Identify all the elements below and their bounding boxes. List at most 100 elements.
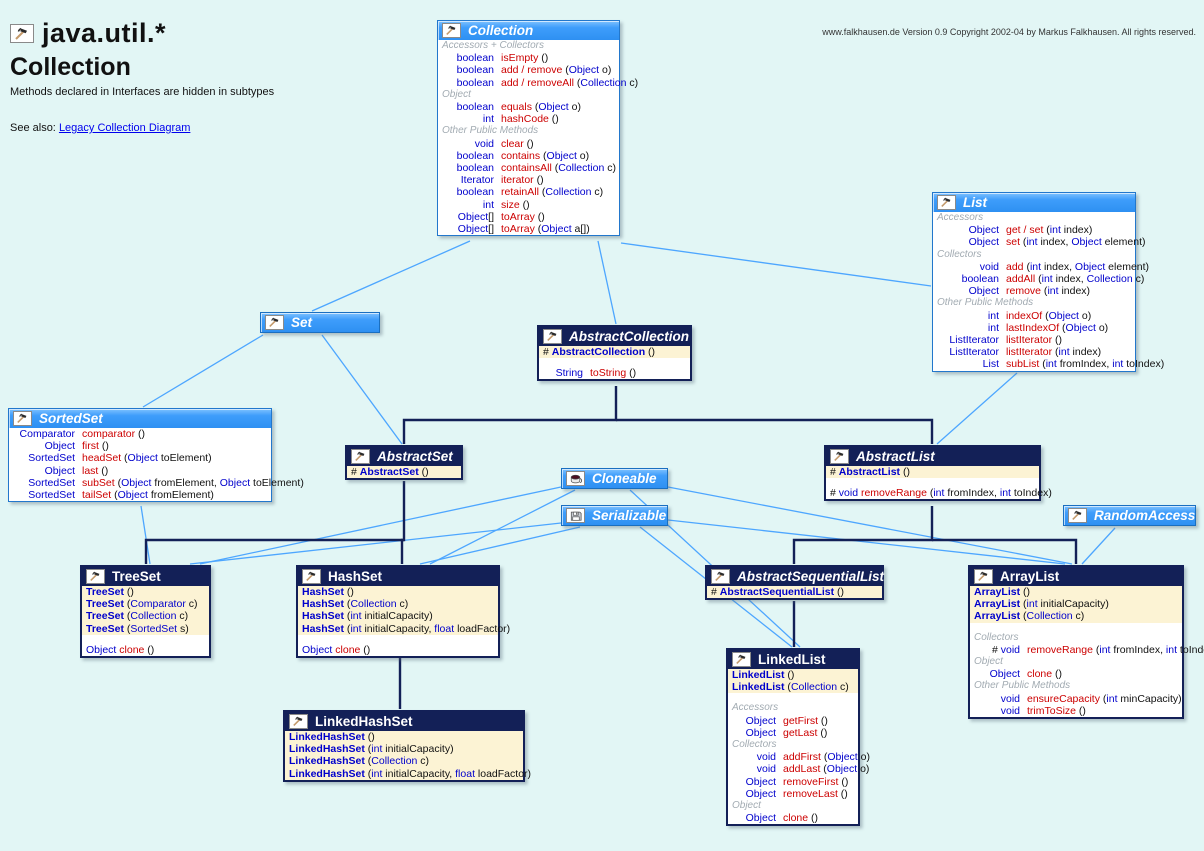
box-header[interactable]: SortedSet	[9, 409, 271, 428]
signature-token: initialCapacity)	[361, 610, 433, 623]
class-box-abstractsequentiallist[interactable]: AbstractSequentialList# AbstractSequenti…	[705, 565, 884, 601]
signature-token: index)	[1069, 346, 1102, 359]
constructor-row: ArrayList ()	[970, 586, 1182, 599]
signature-token: int	[1047, 285, 1059, 298]
return-type: void	[937, 261, 999, 273]
signature-token: (	[1023, 260, 1030, 273]
box-header[interactable]: Serializable	[562, 506, 667, 525]
signature-token: Object	[745, 775, 776, 788]
signature-token: c)	[837, 681, 849, 694]
signature-token: HashSet	[302, 586, 345, 598]
signature-token: c)	[417, 755, 430, 768]
box-header[interactable]: LinkedList	[728, 650, 858, 669]
signature-token: Object	[968, 236, 999, 249]
box-header[interactable]: AbstractSet	[347, 447, 461, 466]
box-header[interactable]: Cloneable	[562, 469, 667, 488]
method-signature: equals (Object o)	[501, 101, 581, 113]
return-type: boolean	[442, 162, 494, 174]
interface-box-randomaccess[interactable]: RandomAccess	[1063, 505, 1196, 526]
signature-token: (	[1042, 309, 1049, 322]
signature-token: []	[488, 223, 494, 236]
signature-token: ()	[534, 210, 545, 223]
return-type: boolean	[937, 273, 999, 285]
signature-token: Object	[745, 787, 776, 800]
legacy-collection-diagram-link[interactable]: Legacy Collection Diagram	[58, 122, 191, 134]
package-name: java.util.*	[42, 18, 167, 48]
signature-token: c)	[1072, 610, 1085, 623]
method-signature: getLast ()	[783, 727, 827, 739]
box-header[interactable]: AbstractCollection	[539, 327, 690, 346]
box-header[interactable]: Set	[261, 313, 379, 332]
signature-token: int	[1045, 358, 1057, 371]
class-box-abstractset[interactable]: AbstractSet# AbstractSet ()	[345, 445, 463, 481]
box-header[interactable]: TreeSet	[82, 567, 209, 586]
signature-token: size	[501, 198, 520, 211]
return-type: void	[974, 693, 1020, 705]
return-type: boolean	[442, 77, 494, 89]
signature-token: Collection	[1026, 610, 1073, 623]
box-title: Collection	[468, 23, 534, 38]
signature-token: Object	[44, 464, 75, 477]
box-body: LinkedHashSet ()LinkedHashSet (int initi…	[285, 731, 531, 780]
signature-token: toIndex)	[1179, 643, 1204, 656]
class-box-abstractcollection[interactable]: AbstractCollection# AbstractCollection (…	[537, 325, 692, 382]
return-type: Object	[937, 236, 999, 248]
hammer-icon	[351, 449, 370, 464]
box-header[interactable]: AbstractSequentialList	[707, 567, 884, 586]
edge-serializable-hashset	[419, 526, 581, 565]
signature-token: LinkedHashSet	[289, 743, 365, 756]
section-label: Object	[442, 88, 471, 100]
signature-token: fromIndex,	[1110, 643, 1166, 656]
box-header[interactable]: HashSet	[298, 567, 498, 586]
signature-token: #	[711, 586, 720, 598]
box-title: SortedSet	[39, 411, 103, 426]
hammer-icon	[543, 329, 562, 344]
box-title: AbstractSet	[377, 449, 453, 464]
signature-token: o)	[568, 101, 581, 114]
interface-box-serializable[interactable]: Serializable	[561, 505, 668, 526]
box-header[interactable]: List	[933, 193, 1135, 212]
box-header[interactable]: Collection	[438, 21, 619, 40]
signature-token: Collection	[558, 162, 605, 175]
interface-box-cloneable[interactable]: Cloneable	[561, 468, 668, 489]
box-header[interactable]: ArrayList	[970, 567, 1182, 586]
signature-token: float	[434, 622, 455, 635]
signature-token: lastIndexOf	[1006, 321, 1060, 334]
signature-token: LinkedHashSet	[289, 731, 365, 743]
class-box-abstractlist[interactable]: AbstractList# AbstractList ()# void remo…	[824, 445, 1052, 502]
edge-cloneable-hashset	[429, 489, 576, 565]
constructor-row: HashSet (Collection c)	[298, 598, 498, 611]
return-type: int	[442, 113, 494, 125]
method-signature: add / remove (Object o)	[501, 64, 611, 76]
signature-token: ()	[360, 643, 371, 656]
interface-box-set[interactable]: Set	[260, 312, 380, 333]
signature-token: ()	[900, 466, 910, 478]
signature-token: (	[551, 162, 559, 175]
signature-token: removeRange	[860, 487, 927, 500]
signature-token: c)	[396, 598, 409, 611]
signature-token: Object	[219, 476, 251, 489]
box-header[interactable]: RandomAccess	[1064, 506, 1195, 525]
signature-token: SortedSet	[28, 452, 75, 465]
signature-token: clone	[335, 643, 361, 656]
signature-token: minCapacity)	[1117, 692, 1182, 705]
box-header[interactable]: LinkedHashSet	[285, 712, 523, 731]
box-header[interactable]: AbstractList	[826, 447, 1039, 466]
